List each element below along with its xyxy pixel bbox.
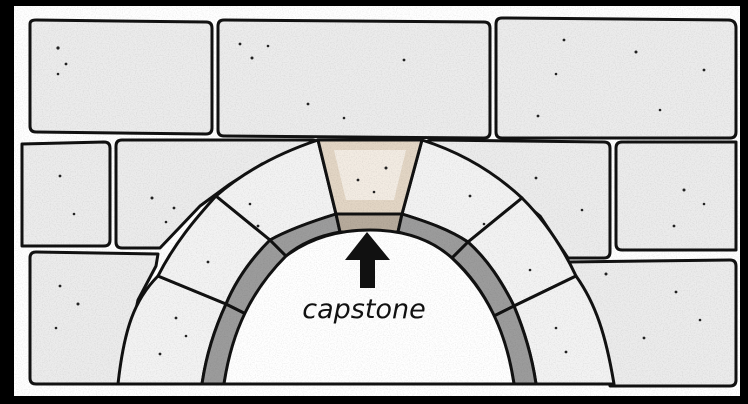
capstone-label: capstone — [302, 294, 425, 325]
capstone-arrow — [345, 232, 390, 288]
stone-dots — [54, 38, 706, 356]
stone-texture — [14, 6, 740, 396]
